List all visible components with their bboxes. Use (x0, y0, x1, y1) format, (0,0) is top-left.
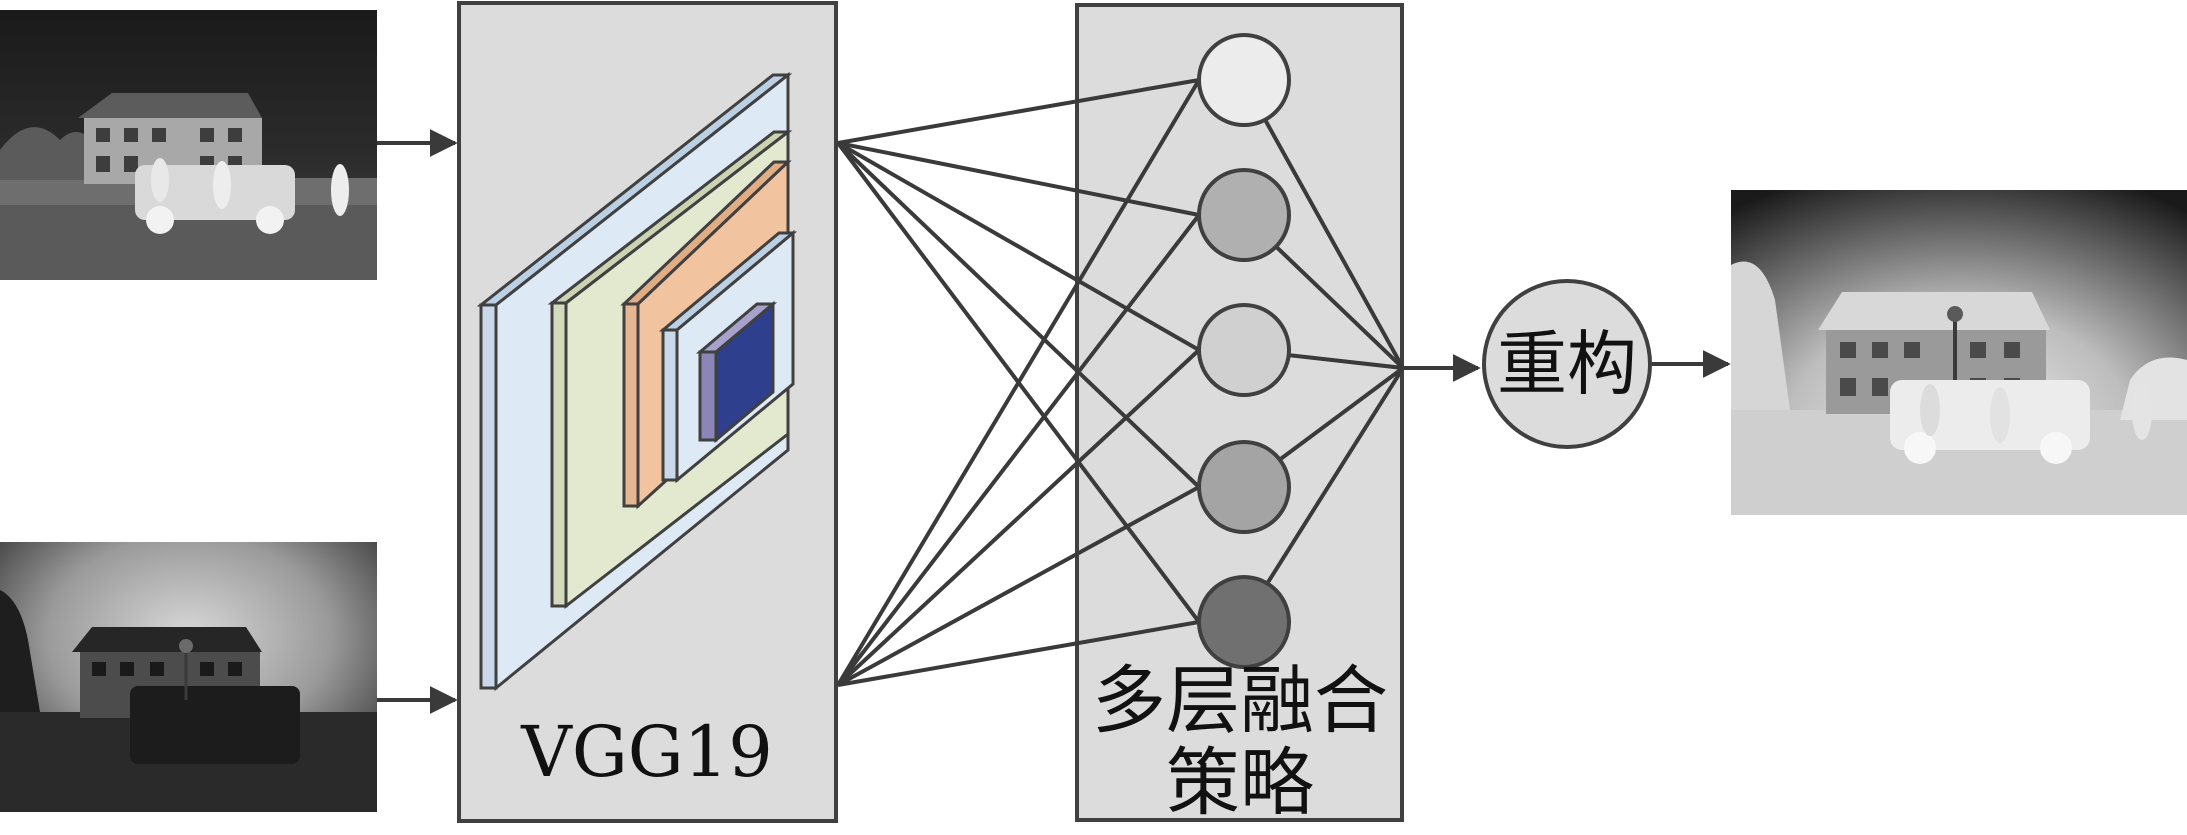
fusion-neuron-5 (1197, 575, 1291, 669)
feature-to-neuron-connections (836, 78, 1201, 687)
fusion-label-line2: 策略 (1166, 740, 1314, 826)
vgg19-block: VGG19 (457, 1, 838, 823)
infrared-input-image (0, 10, 377, 280)
vgg19-label: VGG19 (520, 711, 772, 793)
fusion-neuron-4 (1197, 440, 1291, 534)
fusion-neuron-2 (1197, 168, 1291, 262)
vgg-layer-5 (695, 300, 778, 444)
fusion-strategy-block: 多层融合 策略 (836, 3, 1405, 826)
fusion-neuron-1 (1197, 33, 1291, 127)
visible-input-image (0, 542, 377, 812)
reconstruct-node: 重构 (1482, 279, 1652, 449)
fusion-label-line1: 多层融合 (1092, 658, 1388, 744)
fused-output-image (1731, 190, 2187, 515)
fusion-neuron-3 (1197, 303, 1291, 397)
reconstruct-label: 重构 (1497, 323, 1637, 405)
